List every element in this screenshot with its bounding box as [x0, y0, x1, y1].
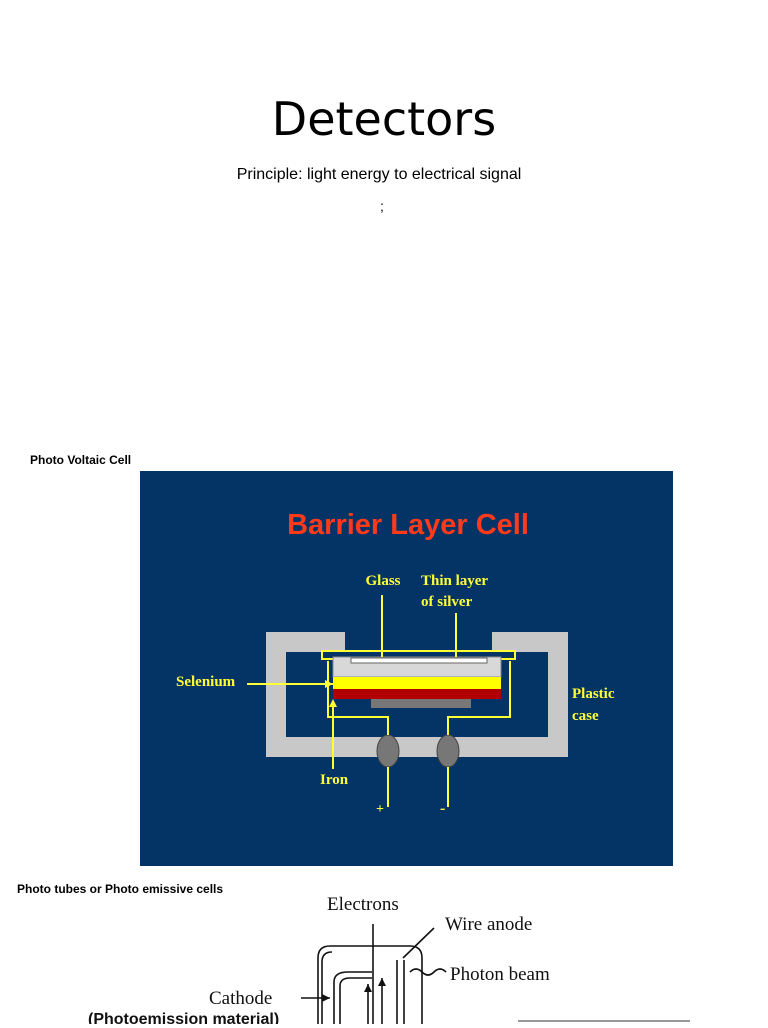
photoemission-label: (Photoemission material): [88, 1011, 279, 1024]
photon-beam-label: Photon beam: [450, 964, 550, 985]
iron-label: Iron: [320, 772, 349, 788]
photo-tube-figure: Electrons Wire anode Photon beam Cathode…: [0, 880, 768, 1028]
glass-label: Glass: [365, 573, 400, 589]
thin-layer-label-line1: Thin layer: [421, 573, 488, 589]
page-title: Detectors: [271, 92, 497, 146]
photo-tube-caption: Photo tubes or Photo emissive cells: [17, 882, 224, 896]
cathode-label: Cathode: [209, 988, 272, 1009]
electrons-label: Electrons: [327, 894, 399, 915]
selenium-layer: [333, 677, 501, 689]
plus-label: +: [376, 802, 384, 817]
plastic-case-label-line2: case: [572, 708, 599, 724]
figure-title: Barrier Layer Cell: [287, 509, 529, 541]
silver-layer: [350, 657, 488, 664]
wire-anode-label: Wire anode: [445, 914, 532, 935]
positive-terminal: [376, 734, 400, 768]
plastic-case: [266, 632, 568, 757]
photo-voltaic-caption: Photo Voltaic Cell: [30, 453, 132, 467]
negative-terminal: [436, 734, 460, 768]
iron-layer: [333, 689, 501, 699]
thin-layer-label-line2: of silver: [421, 594, 473, 610]
minus-label: -: [440, 800, 445, 817]
base-plate: [371, 699, 471, 708]
plastic-case-label-line1: Plastic: [572, 686, 615, 702]
selenium-label: Selenium: [176, 674, 236, 690]
separator-text: ;: [380, 198, 384, 214]
page-subtitle: Principle: light energy to electrical si…: [236, 166, 522, 183]
barrier-layer-cell-figure: Barrier Layer Cell Glass Thin lay: [140, 471, 673, 866]
